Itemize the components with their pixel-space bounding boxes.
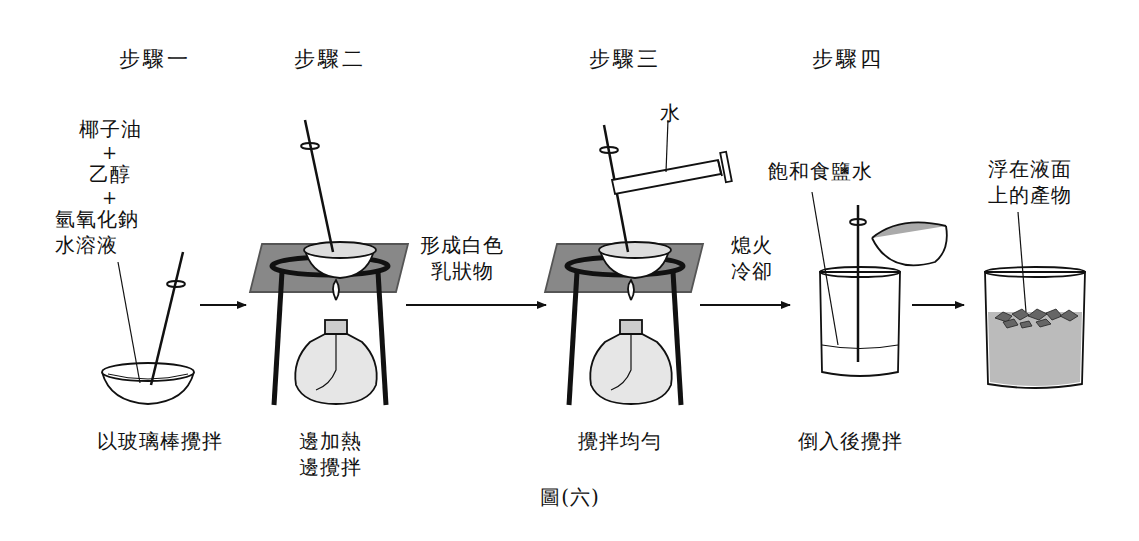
annotation-label: 水 xyxy=(660,100,681,126)
annotation-label: 以玻璃棒攪拌 xyxy=(97,428,223,454)
step-heading: 步驟一 xyxy=(119,46,191,73)
annotation-label: 攪拌均勻 xyxy=(578,428,662,454)
step-heading: 步驟三 xyxy=(589,46,661,73)
step-heading: 步驟四 xyxy=(812,46,884,73)
annotation-label: 倒入後攪拌 xyxy=(798,428,903,454)
annotation-label: 浮在液面 上的產物 xyxy=(988,156,1072,208)
annotation-label: 邊加熱 邊攪拌 xyxy=(299,428,362,480)
annotation-label: 熄火 冷卻 xyxy=(731,232,773,284)
annotation-label: 飽和食鹽水 xyxy=(768,158,873,184)
step-heading: 步驟二 xyxy=(294,46,366,73)
annotation-label: 形成白色 乳狀物 xyxy=(420,232,504,284)
annotation-label: + xyxy=(102,141,118,164)
annotation-label: + xyxy=(102,186,118,209)
annotation-label: 乙醇 xyxy=(89,161,131,187)
annotation-label: 椰子油 xyxy=(79,116,142,142)
annotation-label: 氫氧化鈉 水溶液 xyxy=(55,206,139,258)
figure-caption: 圖(六) xyxy=(540,484,600,510)
